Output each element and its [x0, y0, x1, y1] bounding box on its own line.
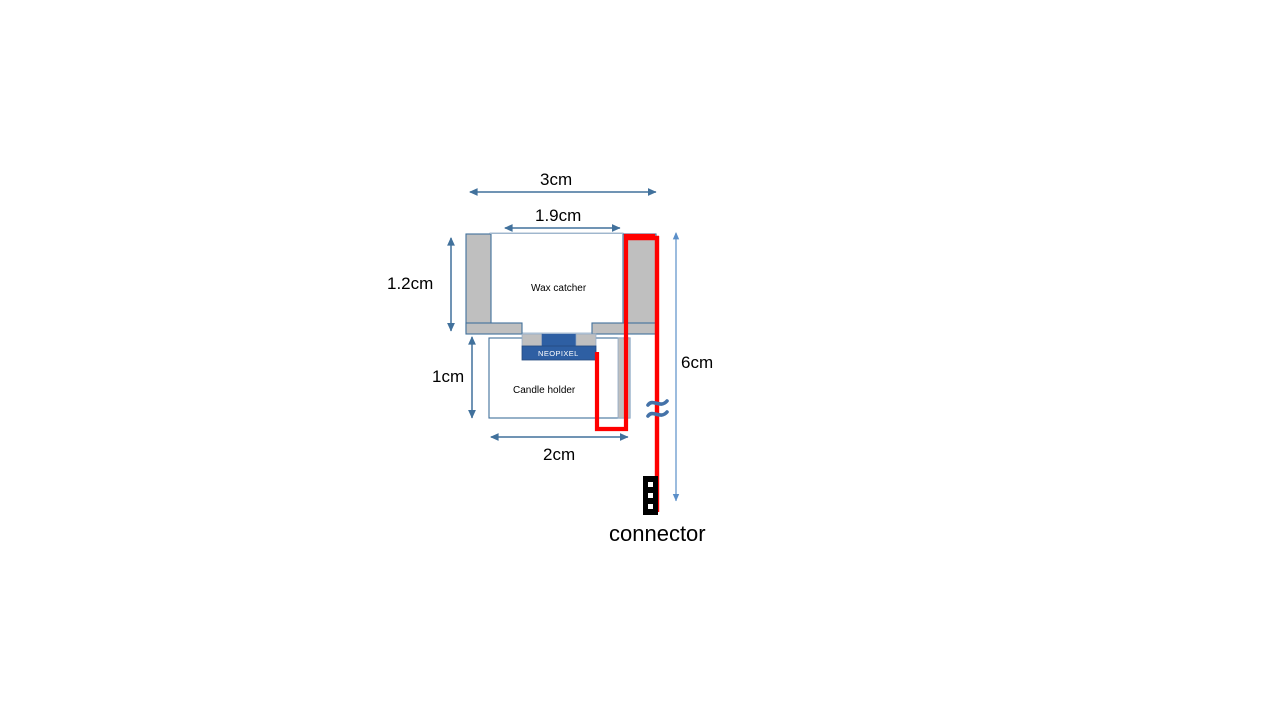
neopixel-label: NEOPIXEL [538, 349, 579, 358]
connector-label: connector [609, 521, 706, 546]
connector-pin-3 [648, 504, 653, 509]
dimension-label-1cm: 1cm [432, 367, 465, 386]
dimension-label-1-9cm: 1.9cm [535, 206, 582, 225]
neopixel-led-window [541, 333, 577, 347]
neopixel-pad-right [575, 333, 597, 347]
dimension-label-3cm: 3cm [540, 170, 573, 189]
wax-catcher-left-foot [465, 322, 523, 335]
connector-header [643, 476, 658, 515]
dimension-label-6cm: 6cm [681, 353, 714, 372]
neopixel-module [521, 333, 597, 361]
connector-pin-1 [648, 482, 653, 487]
connector-pin-2 [648, 493, 653, 498]
wax-catcher-label: Wax catcher [531, 283, 587, 294]
wax-catcher-left-pillar [465, 233, 492, 333]
wire-break-symbol [646, 399, 669, 418]
dimension-label-1-2cm: 1.2cm [387, 274, 434, 293]
neopixel-signal-wire [594, 337, 629, 432]
dimension-label-2cm: 2cm [543, 445, 576, 464]
candle-holder-label: Candle holder [513, 385, 576, 396]
neopixel-pad-left [521, 333, 543, 347]
